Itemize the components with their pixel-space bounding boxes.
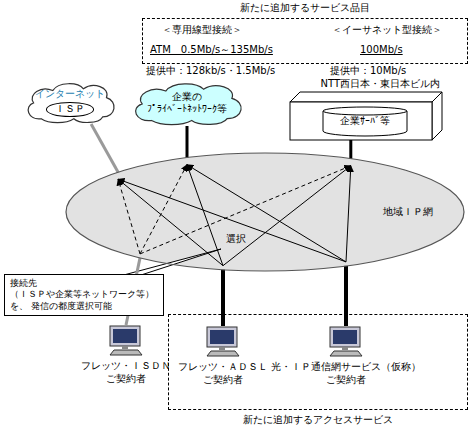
keyboard xyxy=(330,351,362,356)
current-speed-note: 提供中：10Mb/s xyxy=(330,65,406,78)
callout-pointer xyxy=(120,249,221,276)
node-text: インターネット xyxy=(35,88,105,101)
adsl-subscriber: フレッツ・ＡＤＳＬ ご契約者 xyxy=(173,326,273,386)
isdn-subscriber: フレッツ・ＩＳＤＮ ご契約者 xyxy=(76,325,176,385)
ellipse-shape xyxy=(66,153,464,271)
building-top xyxy=(290,92,442,102)
callout-tail-layer xyxy=(120,249,221,276)
routing-arrow xyxy=(118,179,140,254)
selection-label: 選択 xyxy=(225,233,247,246)
routing-arrow xyxy=(223,166,351,266)
cloud-shape xyxy=(136,84,242,125)
node-text: フレッツ・ＡＤＳＬ ご契約者 xyxy=(173,361,273,386)
building-front xyxy=(290,102,432,140)
routing-arrows xyxy=(118,165,351,266)
cloud-shape xyxy=(28,84,114,123)
access-line xyxy=(349,140,352,159)
routing-arrow xyxy=(118,179,346,262)
routing-arrow xyxy=(346,166,351,262)
screen xyxy=(210,330,234,344)
routing-arrow xyxy=(140,165,187,254)
ntt-building: 企業ｻｰﾊﾞ等 NTT西日本・東日本ビル内 xyxy=(290,78,442,140)
computer-icon xyxy=(205,326,241,357)
hikari-subscriber: 光・ＩＰ通信網サービス（仮称） ご契約者 xyxy=(261,326,431,386)
routing-arrow xyxy=(187,165,346,262)
monitor-stand xyxy=(219,347,225,350)
regional-ip-network: 地域ＩＰ網 xyxy=(65,152,465,272)
monitor xyxy=(110,326,140,346)
building-side xyxy=(432,92,442,140)
computer-icon xyxy=(108,325,144,356)
node-subtext: 100Mb/s xyxy=(360,44,403,57)
service-items-box: 新たに追加するサービス品目 ＜専用線型接続＞ ATM 0.5Mb/s～135Mb/s… xyxy=(142,2,468,64)
node-text: 接続先（ＩＳＰや企業等ネットワーク等）を、 発信の都度選択可能 xyxy=(10,278,158,312)
private-network-cloud: 企業の ﾌﾟﾗｲﾍﾞｰﾄﾈｯﾄﾜｰｸ等 xyxy=(128,80,246,126)
server-cylinder: 企業ｻｰﾊﾞ等 xyxy=(322,106,408,136)
node-subtext: ＜専用線型接続＞ xyxy=(162,24,242,37)
access-line xyxy=(186,126,189,158)
node-subtext: ＩＳＰ xyxy=(46,102,94,117)
keyboard xyxy=(110,350,142,355)
ground-layer xyxy=(66,153,464,271)
node-text: 地域ＩＰ網 xyxy=(383,206,433,219)
screen xyxy=(113,329,137,343)
node-subtext: ATM 0.5Mb/s～135Mb/s xyxy=(150,44,273,57)
monitor xyxy=(207,327,237,347)
access-line xyxy=(221,270,225,326)
new-access-services-box: フレッツ・ＡＤＳＬ ご契約者光・ＩＰ通信網サービス（仮称） ご契約者新たに追加す… xyxy=(168,314,468,410)
selection-callout: 接続先（ＩＳＰや企業等ネットワーク等）を、 発信の都度選択可能 xyxy=(4,274,164,316)
node-text: 企業ｻｰﾊﾞ等 xyxy=(322,115,408,128)
routing-arrow xyxy=(140,166,351,254)
computer-icon xyxy=(328,326,364,357)
current-speed-note: 提供中：128kb/s・1.5Mb/s xyxy=(146,65,275,78)
access-line xyxy=(91,124,118,172)
monitor-stand xyxy=(342,347,348,350)
network-fill xyxy=(66,153,464,271)
node-text: フレッツ・ＩＳＤＮ ご契約者 xyxy=(76,360,176,385)
screen xyxy=(333,330,357,344)
node-text: 光・ＩＰ通信網サービス（仮称） ご契約者 xyxy=(261,361,431,386)
access-line xyxy=(344,266,348,326)
node-text: 新たに追加するアクセスサービス xyxy=(169,414,467,427)
monitor xyxy=(330,327,360,347)
keyboard xyxy=(207,351,239,356)
node-text: NTT西日本・東日本ビル内 xyxy=(320,78,440,91)
cylinder-top xyxy=(323,107,407,115)
node-subtext: ＜イーサネット型接続＞ xyxy=(332,24,442,37)
node-text: 企業の ﾌﾟﾗｲﾍﾞｰﾄﾈｯﾄﾜｰｸ等 xyxy=(140,91,234,116)
node-text: 新たに追加するサービス品目 xyxy=(142,2,468,15)
monitor-stand xyxy=(122,346,128,349)
internet-cloud: インターネットＩＳＰ xyxy=(22,80,118,124)
